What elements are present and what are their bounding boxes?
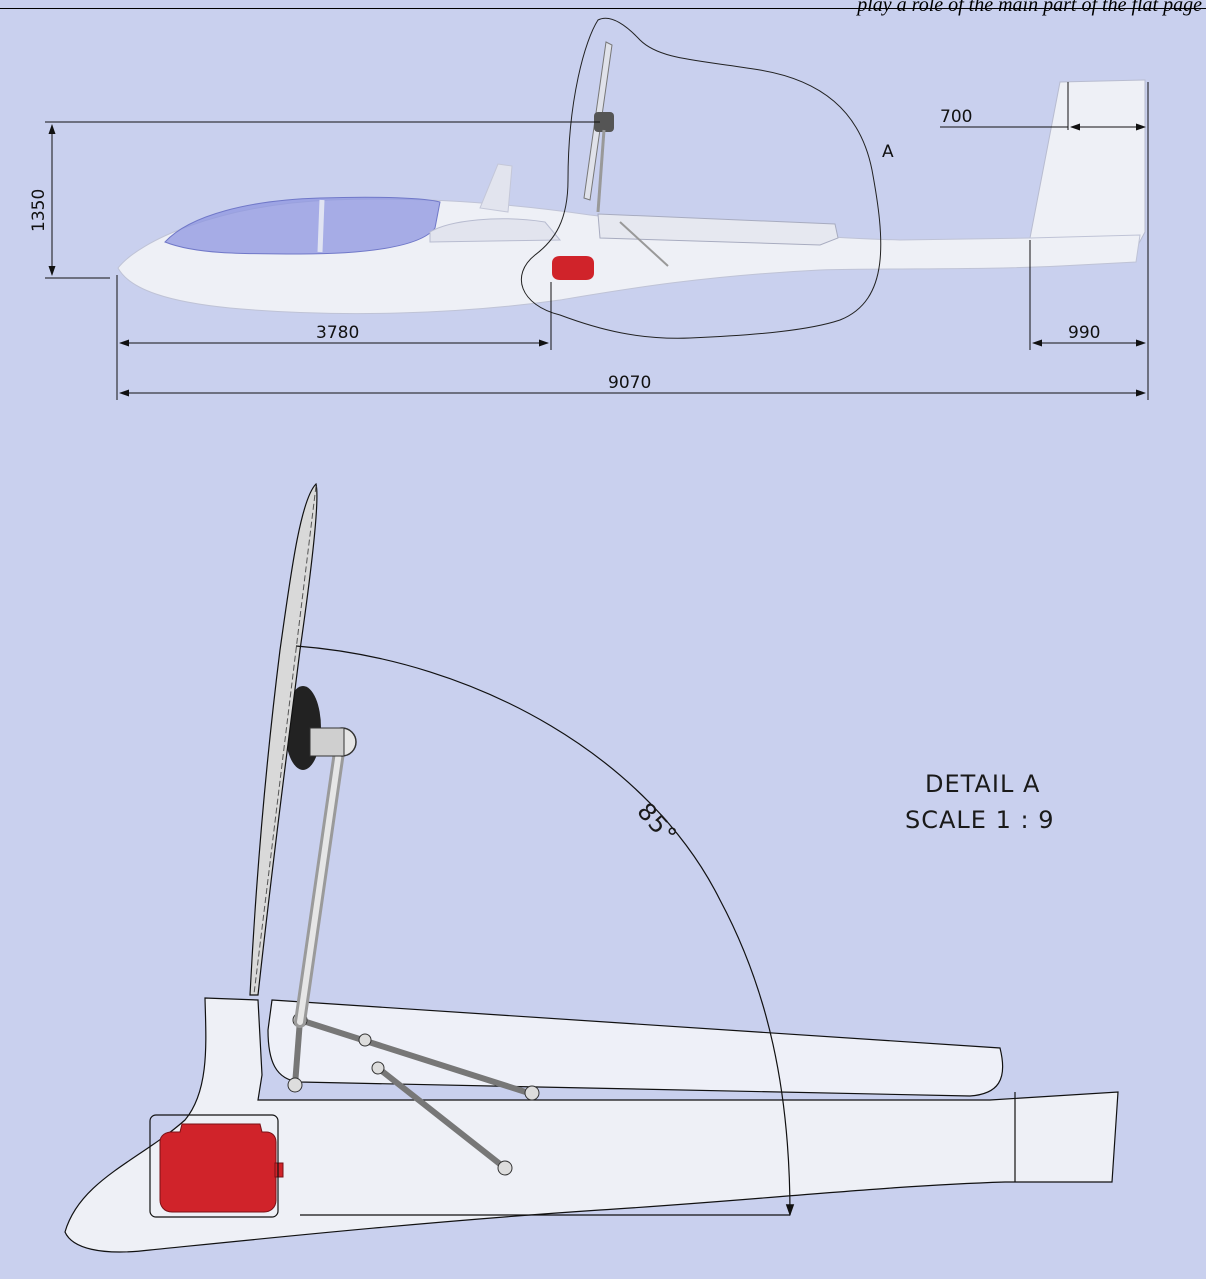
angle-value: 85° [632, 797, 683, 850]
battery-bay [149, 1114, 279, 1218]
page-header-text: play a role of the main part of the flat… [857, 0, 1202, 16]
angle-dimension-arc [295, 645, 795, 1217]
detail-engine-bay-cover [267, 999, 1004, 1097]
dorsal-fin [479, 163, 513, 213]
detail-title: DETAIL A [925, 770, 1040, 798]
linkage-arm-upper [297, 1017, 538, 1098]
fin-top-dimension-value: 700 [940, 107, 972, 127]
nose-to-pylon-dimension-value: 3780 [316, 323, 359, 343]
propeller-centerline [253, 485, 317, 995]
detail-scale: SCALE 1 : 9 [905, 806, 1054, 834]
pivot-joint-2 [287, 1077, 303, 1093]
battery-detail [159, 1123, 277, 1213]
battery-connector [274, 1162, 284, 1178]
height-dimension-value: 1350 [29, 189, 49, 232]
pivot-joint-6 [497, 1160, 513, 1176]
canopy-frame [317, 199, 325, 253]
linkage-arm-lower [375, 1065, 508, 1171]
pylon-mast-highlight [297, 742, 343, 1025]
motor-bracket [309, 727, 345, 757]
motor [594, 112, 614, 132]
retract-strut [619, 221, 669, 267]
overall-length-dimension-value: 9070 [608, 373, 651, 393]
page-header-rule: play a role of the main part of the flat… [0, 0, 1206, 16]
detail-callout-label: A [882, 142, 894, 162]
fin-bottom-dimension-value: 990 [1068, 323, 1100, 343]
linkage-arm-pivot [292, 1019, 303, 1086]
vertical-fin [1029, 79, 1146, 253]
battery-overview [552, 256, 594, 280]
pylon-strut [596, 129, 606, 213]
pivot-joint-5 [524, 1085, 540, 1101]
pivot-joint-4 [371, 1061, 385, 1075]
detail-callout-outline [520, 17, 882, 339]
pivot-joint-3 [358, 1033, 372, 1047]
engine-bay-cover [597, 213, 839, 246]
canopy [164, 196, 441, 255]
detail-fuselage [64, 997, 1119, 1253]
detail-a-view: 85° DETAIL A SCALE 1 : 9 [64, 482, 1119, 1253]
glider-side-view: A 1350 700 990 3780 9070 [29, 17, 1149, 400]
pylon-fairing [429, 218, 562, 243]
